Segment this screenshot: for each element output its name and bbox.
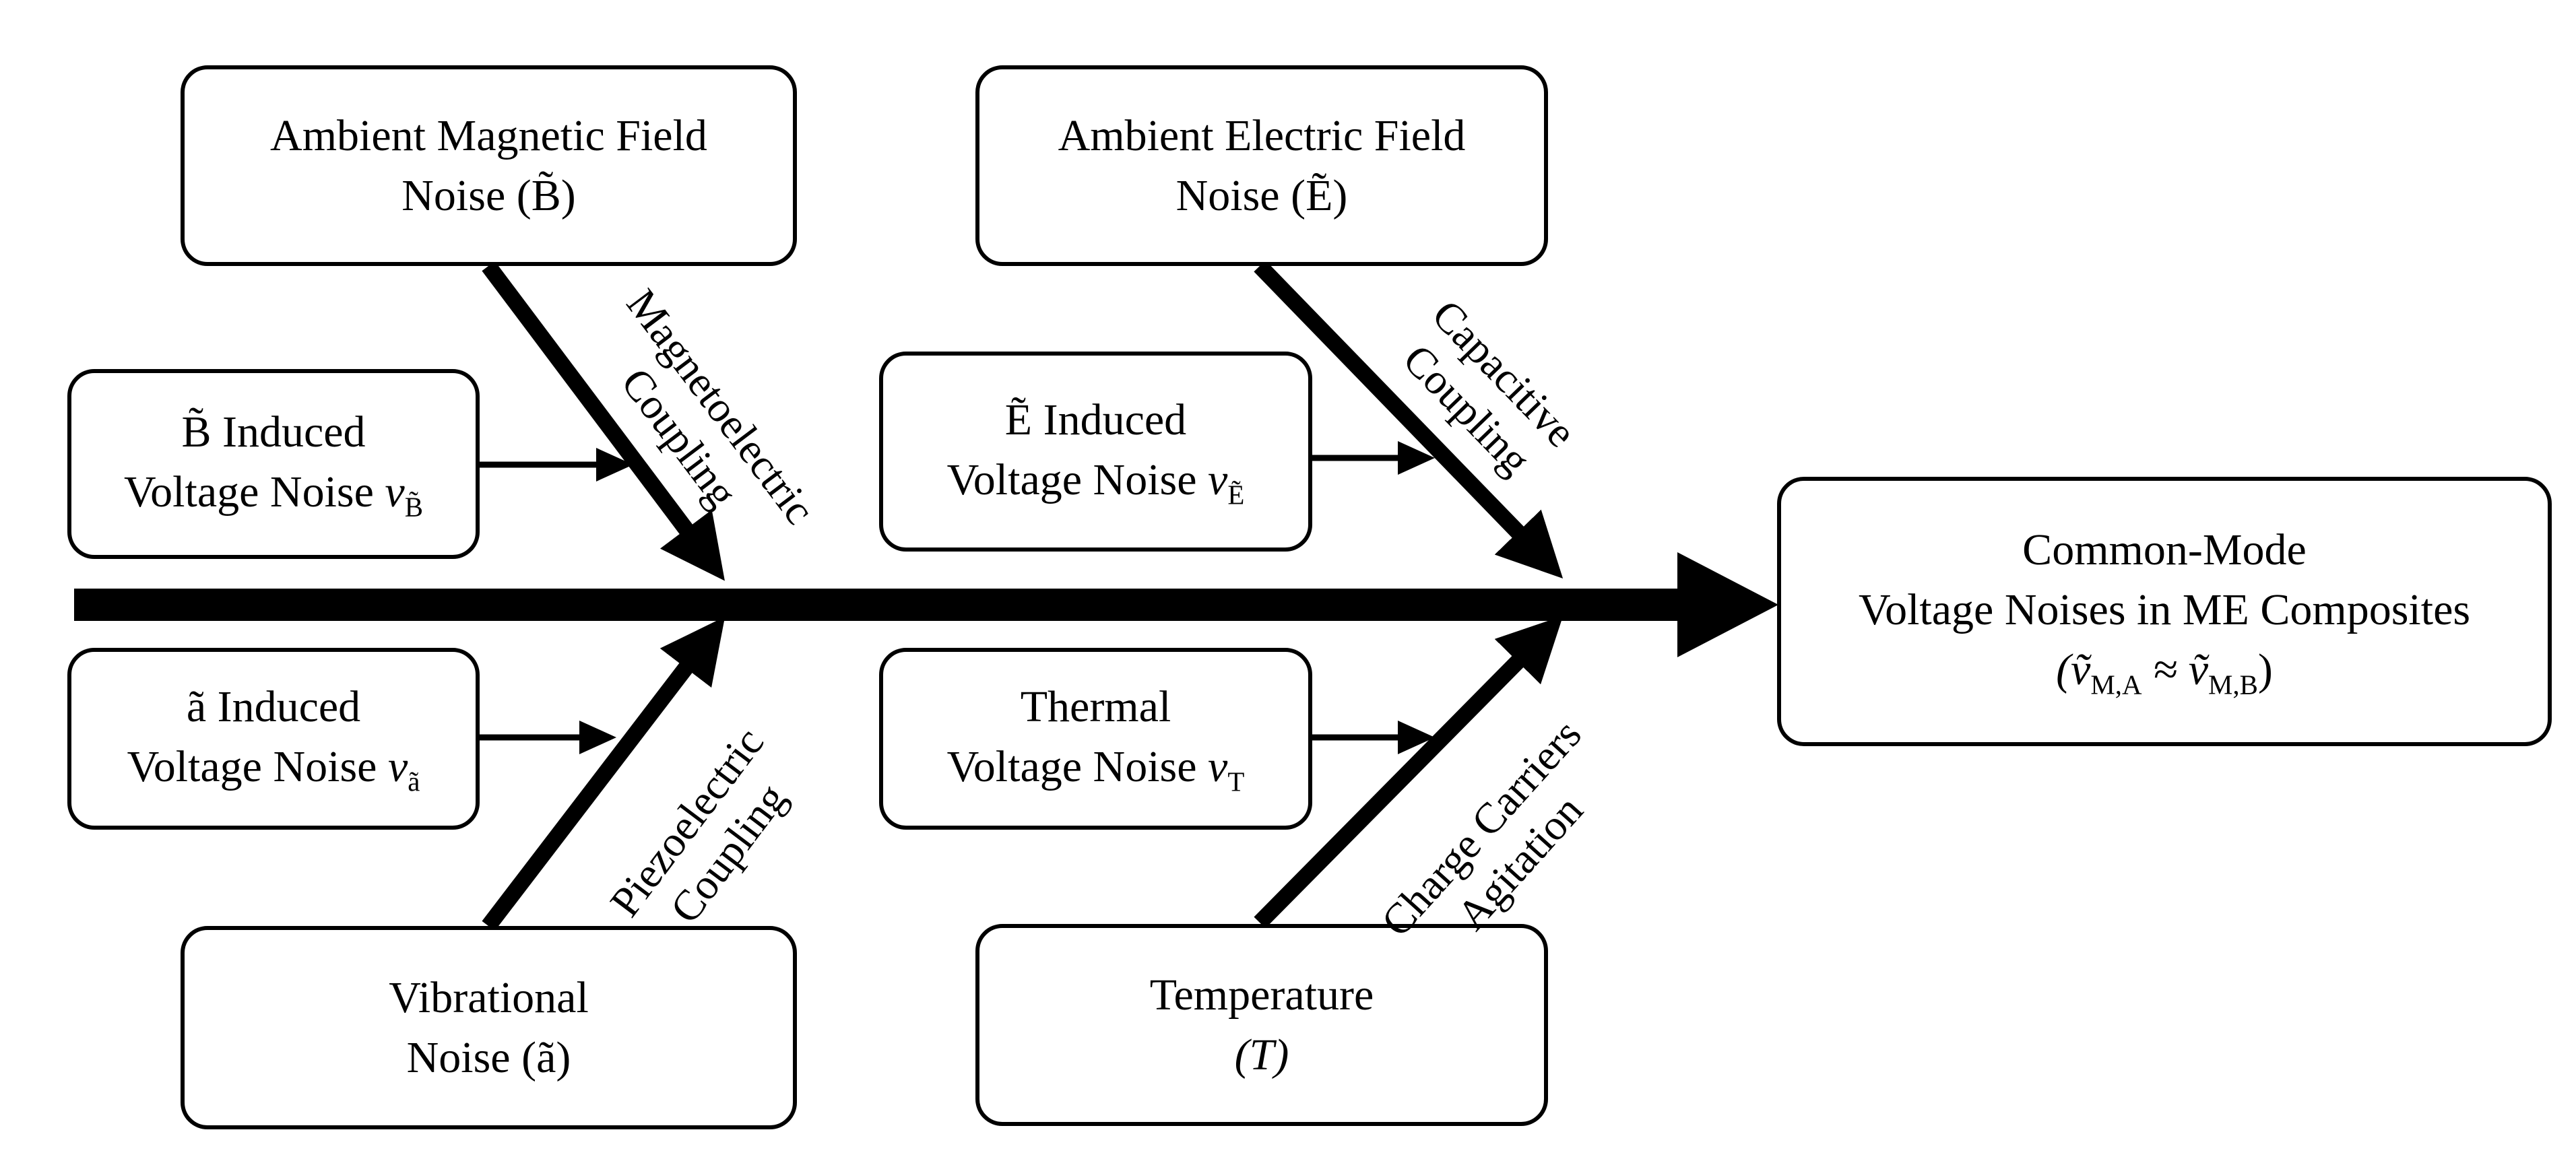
e-induced-voltage-noise-box: Ẽ Induced Voltage Noise vẼ: [879, 352, 1312, 552]
vibrational-line1: Vibrational: [389, 972, 589, 1022]
vibrational-line2: Noise (ã): [406, 1033, 571, 1082]
thermal-voltage-noise-box: Thermal Voltage Noise vT: [879, 648, 1312, 830]
electric-box-line2: Noise (Ẽ): [1176, 171, 1348, 220]
magnetic-box-line2: Noise (B̃): [401, 171, 576, 220]
temperature-box: Temperature (T): [975, 924, 1548, 1126]
temperature-line1: Temperature: [1149, 970, 1374, 1020]
charge-agitation-bone: [1254, 616, 1564, 929]
thermal-line2: Voltage Noise vT: [946, 742, 1245, 797]
b-induced-line2: Voltage Noise vB̃: [124, 467, 423, 523]
temperature-line2: (T): [1234, 1030, 1289, 1080]
b-induced-voltage-noise-box: B̃ Induced Voltage Noise vB̃: [67, 369, 480, 559]
common-mode-result-box: Common-Mode Voltage Noises in ME Composi…: [1777, 477, 2552, 746]
ambient-electric-field-box: Ambient Electric Field Noise (Ẽ): [975, 65, 1548, 266]
result-line2: Voltage Noises in ME Composites: [1858, 585, 2471, 634]
magnetic-box-line1: Ambient Magnetic Field: [270, 110, 707, 160]
electric-box-line1: Ambient Electric Field: [1058, 110, 1466, 160]
a-induced-line2: Voltage Noise vã: [127, 742, 420, 797]
a-induced-line1: ã Induced: [186, 682, 361, 732]
e-induced-line1: Ẽ Induced: [1004, 395, 1187, 444]
piezoelectric-bone: [482, 616, 726, 931]
magnetoelectric-bone: [482, 261, 725, 581]
b-induced-line1: B̃ Induced: [181, 407, 366, 457]
thermal-arrowhead: [1398, 721, 1435, 754]
vibrational-noise-box: Vibrational Noise (ã): [181, 926, 797, 1129]
e-induced-arrowhead: [1398, 441, 1435, 475]
spine-arrowhead: [1677, 552, 1778, 657]
a-induced-voltage-noise-box: ã Induced Voltage Noise vã: [67, 648, 480, 830]
thermal-line1: Thermal: [1020, 682, 1171, 732]
b-induced-arrowhead: [596, 448, 633, 482]
result-line1: Common-Mode: [2022, 525, 2307, 574]
a-induced-arrowhead: [579, 721, 616, 754]
result-line3: (ṽM,A ≈ ṽM,B): [2056, 644, 2273, 700]
ambient-magnetic-field-box: Ambient Magnetic Field Noise (B̃): [181, 65, 797, 266]
capacitive-bone: [1254, 260, 1564, 579]
e-induced-line2: Voltage Noise vẼ: [946, 455, 1245, 510]
